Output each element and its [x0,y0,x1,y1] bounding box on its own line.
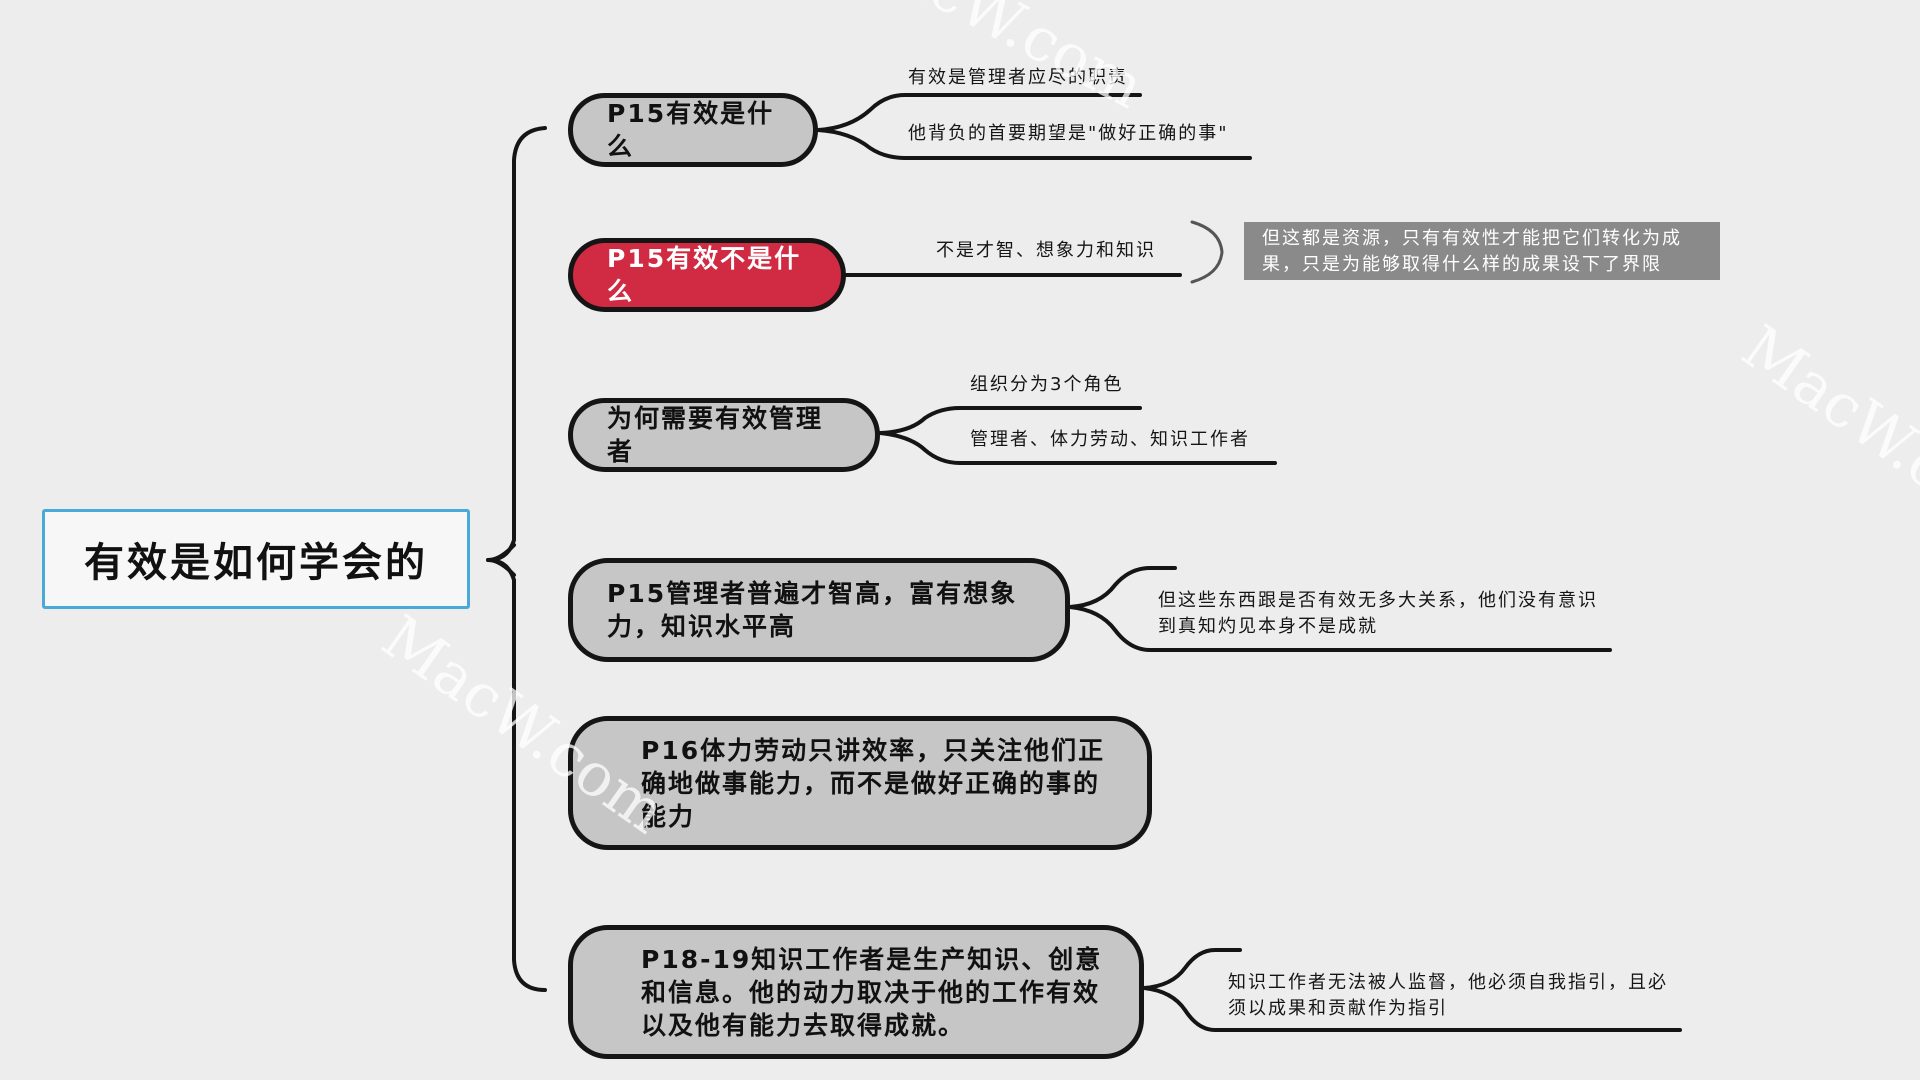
branch3-fork [878,406,1277,465]
note-2-text: 但这都是资源，只有有效性才能把它们转化为成果，只是为能够取得什么样的成果设下了界… [1262,228,1682,275]
leaf-2-1[interactable]: 不是才智、想象力和知识 [936,240,1156,261]
branch-label-5: P16体力劳动只讲效率，只关注他们正确地做事能力，而不是做好正确的事的能力 [641,735,1106,831]
branch-node-1[interactable]: P15有效是什么 [568,93,818,167]
branch4-fork [1068,566,1612,652]
branch1-fork [816,93,1252,160]
leaf-1-1[interactable]: 有效是管理者应尽的职责 [908,67,1128,88]
branch-node-2[interactable]: P15有效不是什么 [568,238,846,312]
root-node[interactable]: 有效是如何学会的 [42,509,470,609]
branch-node-5[interactable]: P16体力劳动只讲效率，只关注他们正确地做事能力，而不是做好正确的事的能力 [568,716,1152,850]
leaf-3-1[interactable]: 组织分为3个角色 [970,374,1124,395]
branch-node-4[interactable]: P15管理者普遍才智高，富有想象力，知识水平高 [568,558,1070,662]
branch-label-3: 为何需要有效管理者 [607,404,824,466]
branch-node-6[interactable]: P18-19知识工作者是生产知识、创意和信息。他的动力取决于他的工作有效以及他有… [568,925,1144,1059]
leaf-3-2[interactable]: 管理者、体力劳动、知识工作者 [970,429,1250,450]
branch-label-6: P18-19知识工作者是生产知识、创意和信息。他的动力取决于他的工作有效以及他有… [641,944,1103,1040]
note-2[interactable]: 但这都是资源，只有有效性才能把它们转化为成果，只是为能够取得什么样的成果设下了界… [1244,222,1720,280]
branch-label-1: P15有效是什么 [607,99,775,161]
leaf-6-1[interactable]: 知识工作者无法被人监督，他必须自我指引，且必须以成果和贡献作为指引 [1228,972,1668,1019]
branch6-fork [1142,948,1682,1032]
root-label: 有效是如何学会的 [84,540,428,586]
leaf-4-1[interactable]: 但这些东西跟是否有效无多大关系，他们没有意识到真知灼见本身不是成就 [1158,590,1598,637]
branch-label-2: P15有效不是什么 [607,244,802,306]
root-bracket-tail [486,543,516,577]
leaf-1-2[interactable]: 他背负的首要期望是"做好正确的事" [908,123,1229,144]
branch-label-4: P15管理者普遍才智高，富有想象力，知识水平高 [607,579,1018,641]
branch-node-3[interactable]: 为何需要有效管理者 [568,398,880,472]
branch2-note-bracket [1190,220,1224,284]
